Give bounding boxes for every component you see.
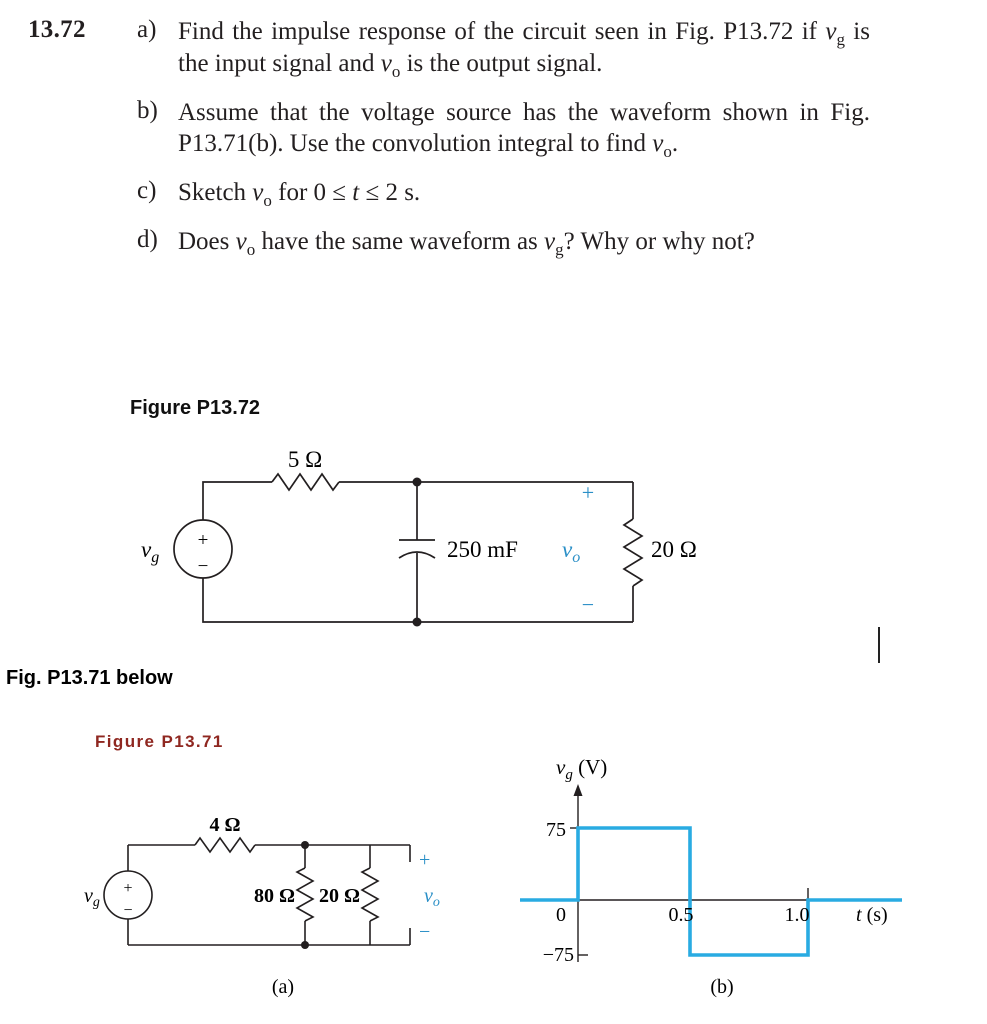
part-text: Sketch vo for 0 ≤ t ≤ 2 s. <box>178 179 421 210</box>
problem-parts: a) Find the impulse response of the circ… <box>137 16 870 258</box>
vo-plus-sign: + <box>419 849 430 871</box>
problem-part-c: c) Sketch vo for 0 ≤ t ≤ 2 s. <box>137 177 870 209</box>
part-label: b) <box>137 96 158 124</box>
problem-part-a: a) Find the impulse response of the circ… <box>137 16 870 80</box>
node-dot <box>301 841 309 849</box>
circuit-p13-72: 5 Ω + − vg 250 mF + vo − 20 Ω <box>141 447 697 627</box>
vo-label: vo <box>424 885 440 910</box>
circuit-p13-71a: 4 Ω vg + − 80 Ω 20 Ω + vo − (a) <box>84 814 440 998</box>
xtick-label-10: 1.0 <box>785 904 810 926</box>
problem-part-b: b) Assume that the voltage source has th… <box>137 97 870 161</box>
vo-plus-sign: + <box>582 480 594 505</box>
subfigure-b-caption: (b) <box>710 976 733 998</box>
subfigure-a-caption: (a) <box>272 976 294 998</box>
vo-minus-sign: − <box>582 592 594 617</box>
node-dot <box>412 477 422 487</box>
source-minus-sign: − <box>123 902 132 919</box>
vg-waveform-line <box>520 826 902 957</box>
wire <box>202 481 272 520</box>
problem-13-72: 13.72 a) Find the impulse response of th… <box>28 16 870 258</box>
node-dot <box>301 941 309 949</box>
source-plus-sign: + <box>198 530 209 551</box>
resistor-80ohm-label: 80 Ω <box>254 885 295 907</box>
waveform-xlabel: t (s) <box>856 904 888 926</box>
xtick-label-0: 0 <box>556 904 566 926</box>
problem-number: 13.72 <box>28 16 86 43</box>
resistor-5ohm-label: 5 Ω <box>288 447 322 472</box>
resistor-20ohm <box>622 518 644 587</box>
resistor-20ohm-label: 20 Ω <box>651 537 697 562</box>
part-label: c) <box>137 177 157 204</box>
resistor-4ohm-label: 4 Ω <box>209 814 240 836</box>
vo-label: vo <box>562 537 580 566</box>
vg-label: vg <box>141 537 159 566</box>
resistor-20ohm <box>360 867 380 922</box>
circuit-wires <box>103 836 411 946</box>
y-axis-arrow <box>573 784 583 796</box>
part-label: a) <box>137 16 157 43</box>
capacitor-label: 250 mF <box>447 537 518 562</box>
part-text: Does vo have the same waveform as vg? Wh… <box>178 227 755 259</box>
part-text: Assume that the voltage source has the w… <box>178 98 870 162</box>
xtick-label-05: 0.5 <box>669 904 694 926</box>
node-dot <box>412 617 422 627</box>
resistor-80ohm <box>295 867 315 922</box>
waveform-p13-71b: vg (V) 75 −75 0 0.5 1.0 t (s) (b) <box>520 755 902 998</box>
resistor-20ohm-label: 20 Ω <box>319 885 360 907</box>
ytick-label-neg75: −75 <box>543 944 574 966</box>
circuit-wires <box>173 472 644 623</box>
waveform-ylabel: vg (V) <box>556 755 607 783</box>
text-cursor <box>878 627 880 663</box>
source-minus-sign: − <box>198 556 209 577</box>
resistor-5ohm <box>271 472 340 492</box>
capacitor-plate-bottom <box>398 551 436 559</box>
wire <box>202 578 633 623</box>
fig-note: Fig. P13.71 below <box>6 667 173 689</box>
source-plus-sign: + <box>123 880 132 897</box>
ytick-label-75: 75 <box>546 819 566 841</box>
figure-p13-72-title: Figure P13.72 <box>130 397 261 419</box>
vg-label: vg <box>84 885 100 910</box>
part-label: d) <box>137 225 158 253</box>
figure-p13-71-title: Figure P13.71 <box>95 732 224 751</box>
resistor-4ohm <box>194 836 256 854</box>
problem-part-d: d) Does vo have the same waveform as vg?… <box>137 226 870 258</box>
vo-minus-sign: − <box>419 921 430 943</box>
part-text: Find the impulse response of the circuit… <box>178 18 870 81</box>
voltage-source-symbol <box>173 519 233 579</box>
